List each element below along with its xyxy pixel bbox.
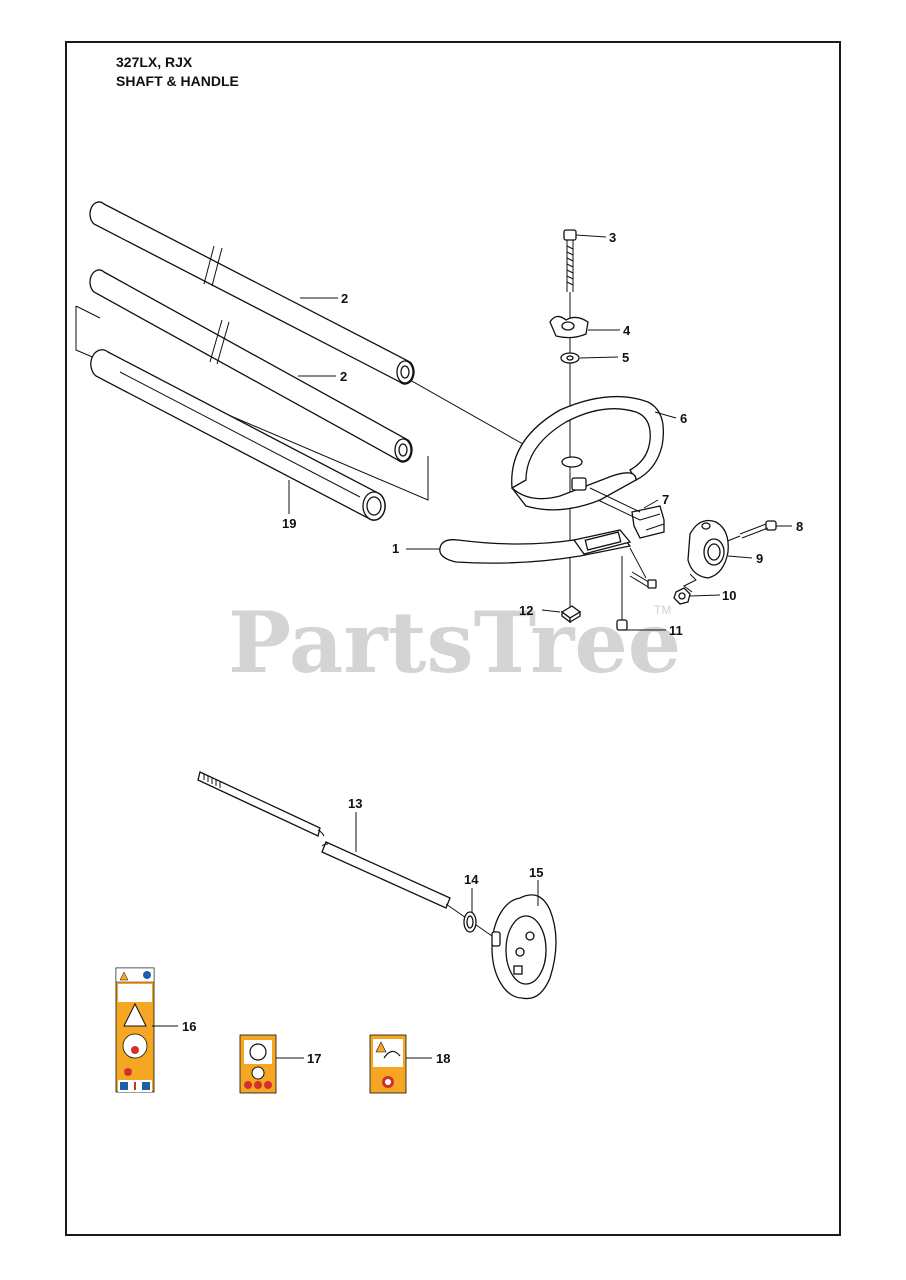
clutch-drum xyxy=(491,894,557,1000)
clamp-block xyxy=(631,505,665,539)
part-label-6: 6 xyxy=(680,411,687,426)
drive-shaft xyxy=(197,771,451,909)
part-label-19: 19 xyxy=(282,516,296,531)
part-label-2a: 2 xyxy=(341,291,348,306)
part-label-18: 18 xyxy=(436,1051,450,1066)
model-title: 327LX, RJX xyxy=(116,54,193,70)
part-label-16: 16 xyxy=(182,1019,196,1034)
diagram-frame xyxy=(65,41,841,1236)
part-label-17: 17 xyxy=(307,1051,321,1066)
section-title: SHAFT & HANDLE xyxy=(116,73,239,89)
watermark-trademark: TM xyxy=(654,603,671,617)
part-label-15: 15 xyxy=(529,865,543,880)
wing-knob xyxy=(549,315,589,339)
part-label-12: 12 xyxy=(519,603,533,618)
watermark-text: PartsTree xyxy=(228,593,681,692)
part-label-10: 10 xyxy=(722,588,736,603)
leader-lines xyxy=(152,234,792,1059)
part-label-8: 8 xyxy=(796,519,803,534)
part-label-11: 11 xyxy=(669,623,683,638)
foam-grip xyxy=(90,349,386,521)
grip-bracket xyxy=(75,306,429,501)
part-label-13: 13 xyxy=(348,796,362,811)
shaft-tube-upper xyxy=(89,201,415,385)
shaft-tube-lower xyxy=(89,269,413,463)
part-label-3: 3 xyxy=(609,230,616,245)
clamp-screw xyxy=(739,520,777,539)
square-nut xyxy=(560,605,582,624)
leader-line xyxy=(409,379,531,449)
handle-clamp xyxy=(687,519,729,579)
part-label-4: 4 xyxy=(623,323,631,338)
part-labels: 1 2 2 3 4 5 6 7 8 9 10 11 12 13 14 15 16… xyxy=(182,230,803,1066)
loop-handle-upper xyxy=(511,395,665,511)
lower-handle-bar xyxy=(439,529,632,564)
handle-bolt xyxy=(563,229,577,292)
part-label-1: 1 xyxy=(392,541,399,556)
part-label-7: 7 xyxy=(662,492,669,507)
o-ring xyxy=(463,911,477,933)
warning-decal-17 xyxy=(239,1034,277,1094)
warning-decal-16 xyxy=(115,967,155,1093)
part-label-9: 9 xyxy=(756,551,763,566)
washer xyxy=(560,352,580,364)
part-label-2b: 2 xyxy=(340,369,347,384)
bar-screws xyxy=(616,556,657,631)
warning-decal-18 xyxy=(369,1034,407,1094)
part-label-14: 14 xyxy=(464,872,479,887)
part-label-5: 5 xyxy=(622,350,629,365)
hex-nut xyxy=(673,587,691,605)
